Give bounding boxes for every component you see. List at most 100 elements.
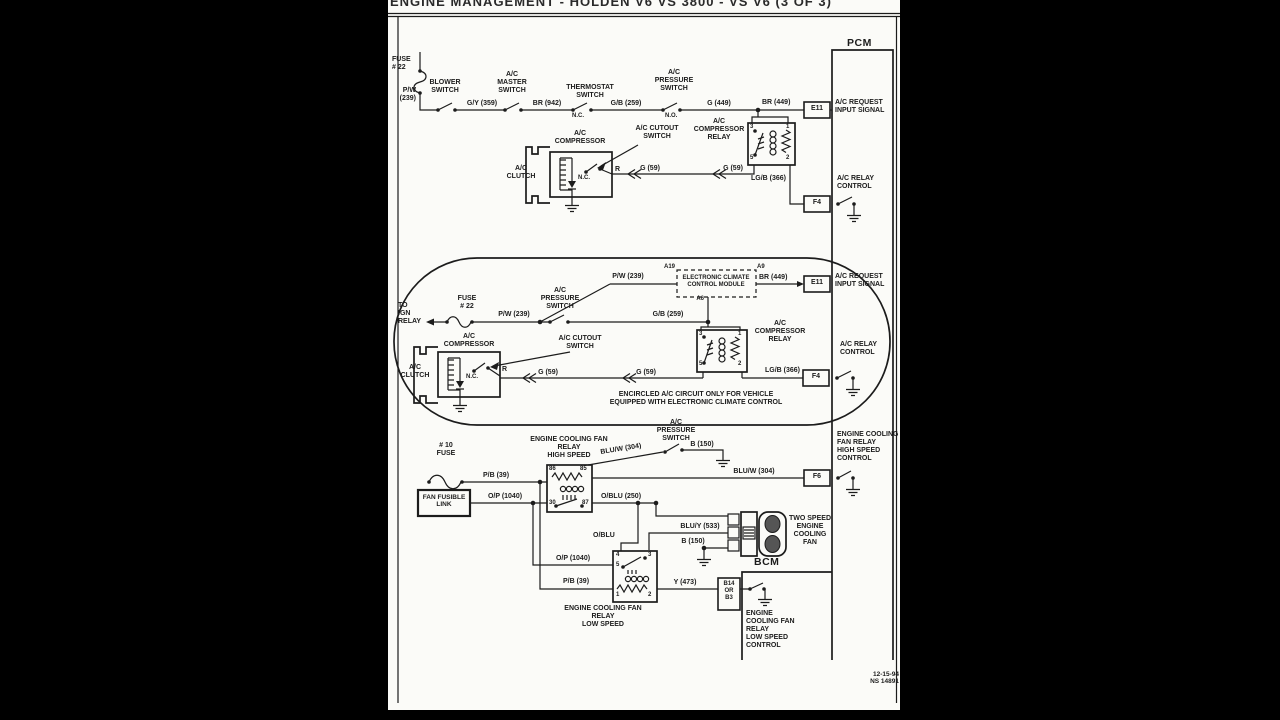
fan-relay-low-label: ENGINE COOLING FAN RELAY LOW SPEED bbox=[564, 605, 642, 629]
relay-pin-2: 2 bbox=[786, 155, 790, 161]
ac-relay-control-label: A/C RELAY CONTROL bbox=[837, 175, 875, 191]
nc-label: N.C. bbox=[466, 374, 478, 380]
relay-pin-30: 30 bbox=[549, 500, 556, 506]
wire-label-pb-39: P/B (39) bbox=[562, 578, 590, 585]
fan-high-control-label: ENGINE COOLING FAN RELAY HIGH SPEED CONT… bbox=[837, 431, 899, 463]
ac-compressor-relay-box-2 bbox=[696, 329, 748, 373]
wiring-diagram bbox=[388, 12, 900, 703]
wire-label-r: R bbox=[615, 166, 621, 173]
switch-blades bbox=[437, 102, 853, 205]
wire-label-g-449: G (449) bbox=[707, 100, 731, 107]
fuse-symbol bbox=[413, 70, 427, 94]
fan-fusible-link-box bbox=[416, 488, 472, 518]
wire-label-lgb-366: LG/B (366) bbox=[750, 175, 786, 182]
fuse-symbol bbox=[428, 474, 462, 490]
wire-label-pw-239: P/W (239) bbox=[399, 87, 416, 103]
bcm-box bbox=[741, 571, 832, 660]
ac-request-signal-label: A/C REQUEST INPUT SIGNAL bbox=[835, 99, 885, 115]
cutout-pointer-2 bbox=[493, 351, 571, 367]
wire-label-gb-259: G/B (259) bbox=[610, 100, 642, 107]
pcm-connector-f4-mid bbox=[802, 369, 830, 387]
wire-label-br-942: BR (942) bbox=[532, 100, 562, 107]
ac-compressor-relay-label: A/C COMPRESSOR RELAY bbox=[754, 320, 806, 344]
wire-label-op-1040: O/P (1040) bbox=[555, 555, 591, 562]
two-speed-fan-label: TWO SPEED ENGINE COOLING FAN bbox=[788, 515, 832, 547]
wire-label-oblu-250: O/BLU (250) bbox=[600, 493, 642, 500]
wire-label-lgb-366: LG/B (366) bbox=[764, 367, 800, 374]
wire-label-oblu: O/BLU bbox=[593, 532, 615, 539]
wire-label-gy-359: G/Y (359) bbox=[466, 100, 498, 107]
encircled-loop bbox=[393, 257, 891, 426]
pcm-label: PCM bbox=[847, 37, 872, 49]
ac-compressor-relay-label: A/C COMPRESSOR RELAY bbox=[693, 118, 745, 142]
ecm-module-label: ELECTRONIC CLIMATE CONTROL MODULE bbox=[682, 275, 750, 288]
relay-pin-1: 1 bbox=[786, 124, 790, 130]
module-pin-a19: A19 bbox=[663, 264, 675, 270]
frame-border bbox=[388, 12, 900, 703]
relay-pin-4: 4 bbox=[616, 552, 620, 558]
encircled-note: ENCIRCLED A/C CIRCUIT ONLY FOR VEHICLE E… bbox=[609, 391, 783, 407]
connector-f4: F4 bbox=[812, 199, 822, 206]
wire-label-gb-259: G/B (259) bbox=[652, 311, 684, 318]
bcm-label: BCM bbox=[754, 556, 780, 568]
wire-label-g-59: G (59) bbox=[723, 165, 743, 172]
ac-master-switch-label: A/C MASTER SWITCH bbox=[497, 71, 527, 95]
ac-relay-control-label: A/C RELAY CONTROL bbox=[840, 341, 878, 357]
ac-compressor-box bbox=[549, 151, 613, 198]
ac-compressor-relay-box bbox=[747, 122, 796, 166]
fuse-22-label: FUSE # 22 bbox=[457, 295, 477, 311]
nc-label: N.C. bbox=[578, 175, 590, 181]
wire-label-br-449: BR (449) bbox=[762, 99, 791, 106]
fan-blade-icon bbox=[764, 535, 781, 553]
relay-pin-2: 2 bbox=[738, 361, 742, 367]
ac-clutch-label: A/C CLUTCH bbox=[506, 165, 536, 181]
ac-request-signal-label: A/C REQUEST INPUT SIGNAL bbox=[835, 273, 885, 289]
connector-e11: E11 bbox=[810, 105, 824, 112]
fan-blade-icon bbox=[764, 515, 781, 533]
wire-label-br-449: BR (449) bbox=[759, 274, 788, 281]
fuse-22-label: FUSE # 22 bbox=[392, 56, 411, 72]
relay-pin-3: 3 bbox=[699, 331, 703, 337]
relay-pin-87: 87 bbox=[582, 500, 589, 506]
relay-pin-5: 5 bbox=[750, 155, 754, 161]
ac-compressor-label: A/C COMPRESSOR bbox=[554, 130, 606, 146]
switch-blades bbox=[549, 314, 852, 379]
wire-label-g-59: G (59) bbox=[636, 369, 656, 376]
ac-pressure-switch-label: A/C PRESSURE SWITCH bbox=[656, 419, 696, 443]
ac-clutch-label: A/C CLUTCH bbox=[400, 364, 430, 380]
wire-label-bluy-533: BLU/Y (533) bbox=[680, 523, 720, 530]
pcm-connector-f4-top bbox=[803, 195, 831, 213]
ac-pressure-switch-label: A/C PRESSURE SWITCH bbox=[540, 287, 580, 311]
ac-clutch-symbol-2 bbox=[413, 346, 438, 404]
connector-f6: F6 bbox=[812, 473, 822, 480]
wire-label-g-59: G (59) bbox=[640, 165, 660, 172]
wire-label-pw-239: P/W (239) bbox=[498, 311, 530, 318]
fan-connector bbox=[740, 511, 758, 557]
blower-switch-label: BLOWER SWITCH bbox=[429, 79, 461, 95]
thermostat-switch-label: THERMOSTAT SWITCH bbox=[566, 84, 614, 100]
relay-pin-85: 85 bbox=[580, 466, 587, 472]
pcm-box bbox=[831, 49, 894, 660]
fan-relay-low-box bbox=[612, 550, 658, 603]
relay-pin-2: 2 bbox=[648, 592, 652, 598]
pcm-connector-f6 bbox=[803, 469, 831, 487]
fuse-10-label: # 10 FUSE bbox=[436, 442, 456, 458]
fuse-symbol bbox=[446, 316, 472, 328]
fan-relay-high-box bbox=[546, 464, 593, 513]
wire-label-op-1040: O/P (1040) bbox=[487, 493, 523, 500]
to-ign-relay-label: TO IGN RELAY bbox=[398, 302, 422, 326]
fan-low-control-label: ENGINE COOLING FAN RELAY LOW SPEED CONTR… bbox=[746, 610, 795, 650]
fan-relay-high-label: ENGINE COOLING FAN RELAY HIGH SPEED bbox=[530, 436, 608, 460]
relay-pin-5: 5 bbox=[616, 562, 620, 568]
fan-housing bbox=[758, 511, 787, 557]
wire-label-r: R bbox=[502, 366, 508, 373]
ac-compressor-label: A/C COMPRESSOR bbox=[443, 333, 495, 349]
pcm-connector-e11-top bbox=[803, 101, 831, 119]
bcm-connector-label: B14 OR B3 bbox=[723, 581, 735, 601]
wire-label-g-59: G (59) bbox=[538, 369, 558, 376]
relay-pin-3: 3 bbox=[750, 124, 754, 130]
wire-label-pb-39: P/B (39) bbox=[482, 472, 510, 479]
ac-clutch-symbol bbox=[525, 146, 550, 204]
ecm-module-box bbox=[676, 269, 757, 298]
